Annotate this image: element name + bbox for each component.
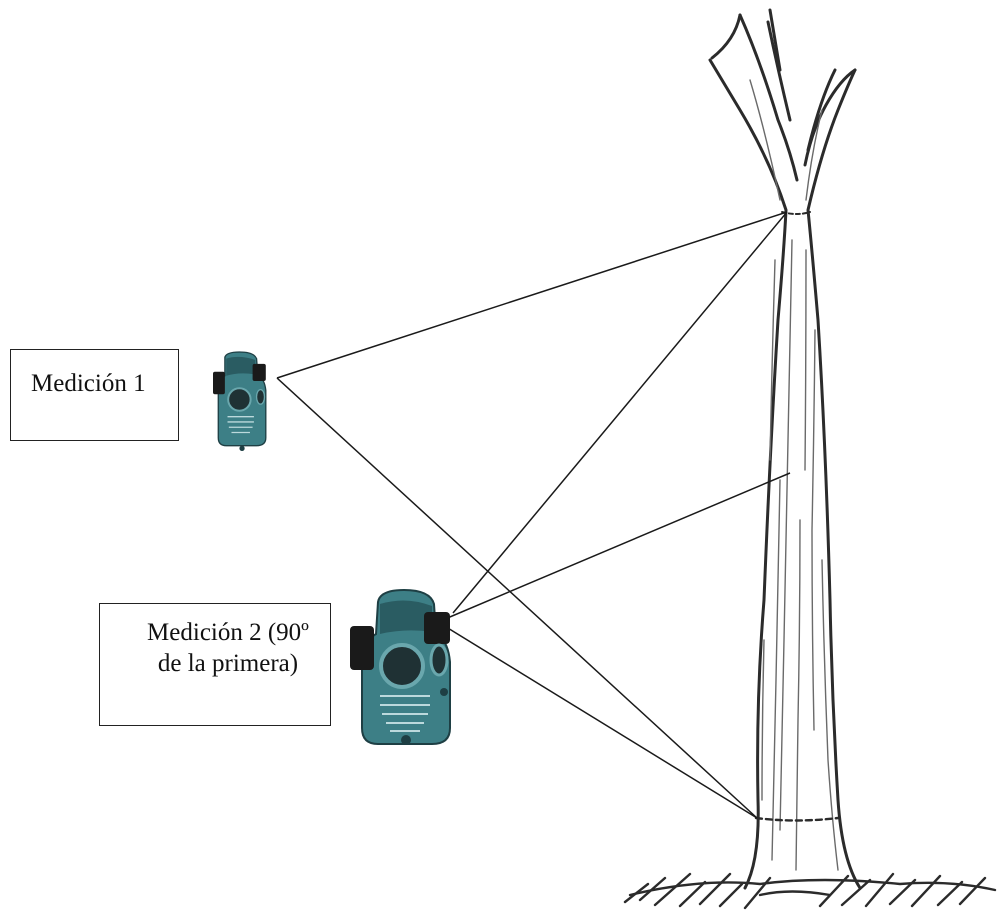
measurement-1-text: Medición 1 (31, 370, 146, 397)
trunk-outline (708, 8, 862, 890)
sight-line-2-lower (437, 621, 758, 819)
measurement-2-label: Medición 2 (90º de la primera) (99, 603, 331, 726)
measurement-1-label: Medición 1 (10, 349, 179, 441)
relascope-icon (213, 351, 267, 451)
bark-texture (749, 79, 839, 871)
sight-lines (276, 211, 791, 819)
tree-trunk-icon (623, 8, 997, 910)
sight-line-1-upper (276, 211, 788, 379)
sight-line-2-middle (437, 472, 791, 623)
measurement-2-text-line1: Medición 2 (90º (147, 619, 309, 646)
relascope-icon (350, 588, 451, 745)
ground-hatching (623, 872, 997, 910)
sight-line-1-lower (276, 377, 758, 819)
measurement-2-text-line2: de la primera) (157, 650, 299, 678)
lower-ring-mark (754, 816, 840, 822)
sight-line-2-upper (452, 211, 788, 614)
